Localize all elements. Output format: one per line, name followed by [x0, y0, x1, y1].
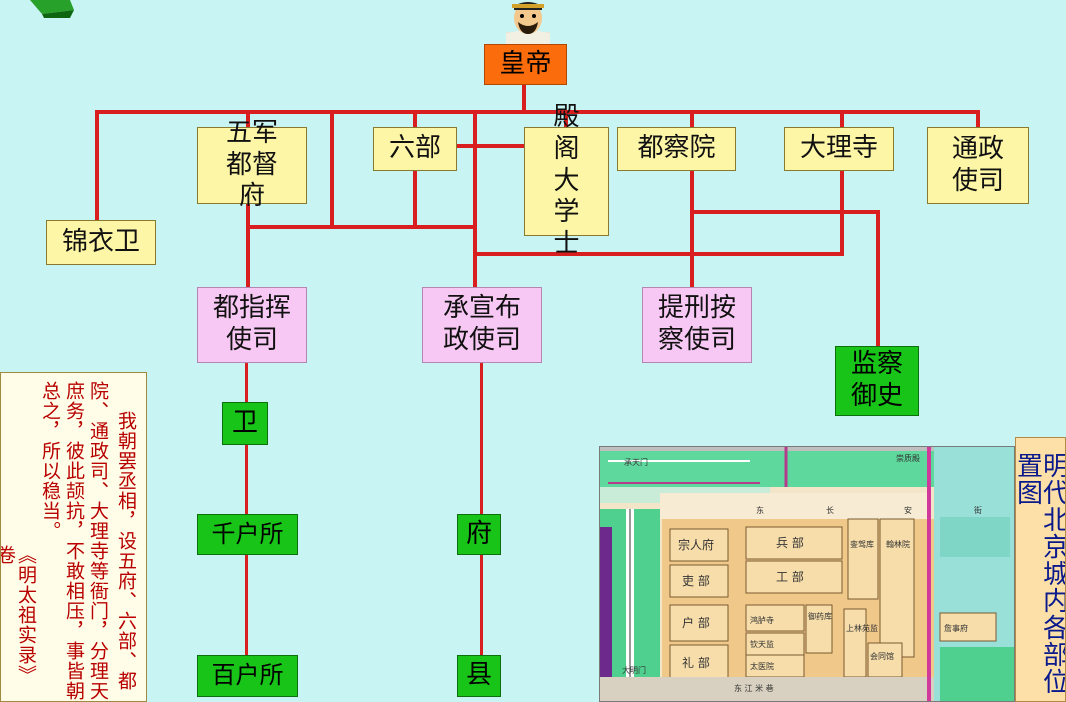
quote-line-3: 庶务，彼此颉抗，不敢相压，事皆朝: [63, 381, 85, 701]
provincial-surveillance-box: 提刑按察使司: [642, 287, 752, 363]
map-label-qintianjian: 钦天监: [750, 639, 774, 649]
office-of-transmission-box: 通政使司: [927, 127, 1029, 204]
map-label-luanjiaku: 銮驾库: [850, 539, 874, 549]
provincial-surveillance-label: 提刑按察使司: [657, 293, 736, 355]
wujun-dudufu-box: 五军都督府: [197, 118, 307, 211]
map-label-gongbu: 工 部: [776, 569, 804, 584]
thousand-household-box: 千户所: [197, 514, 298, 555]
map-label-hanlinyuan: 翰林院: [886, 539, 910, 549]
prefecture-box: 府: [457, 514, 501, 555]
six-ministries-box: 六部: [373, 127, 457, 171]
beijing-map: 承天门 崇质殿 东 长 安 街 宗人府 兵 部 吏 部 工 部 户 部 鸿胪寺 …: [599, 446, 1015, 702]
hundred-household-box: 百户所: [197, 655, 298, 697]
embroidered-uniform-guard-box: 锦衣卫: [46, 220, 156, 265]
provincial-administration-label: 承宣布政使司: [442, 293, 521, 355]
six-ministries-label: 六部: [388, 133, 441, 164]
provincial-administration-box: 承宣布政使司: [422, 287, 542, 363]
prefecture-label: 府: [465, 518, 492, 549]
map-label-east: 东: [756, 505, 764, 515]
map-title-box: 明代北京城内各部位置图: [1015, 437, 1066, 702]
map-label-huitongguan: 会同馆: [870, 651, 894, 661]
emperor-label: 皇帝: [499, 48, 552, 79]
map-label-taiyiyuan: 太医院: [750, 661, 774, 671]
emperor-box: 皇帝: [484, 44, 567, 85]
map-label-chengtianmen: 承天门: [624, 457, 648, 467]
wujun-dudufu-label: 五军都督府: [225, 117, 278, 212]
emperor-portrait-icon: [506, 2, 550, 44]
map-label-libu2: 礼 部: [682, 655, 710, 670]
map-label-libu1: 吏 部: [682, 573, 710, 588]
investigating-censor-box: 监察御史: [835, 346, 919, 416]
map-label-chongzhidian: 崇质殿: [896, 453, 920, 463]
arrow-decoration-icon: [30, 0, 74, 18]
court-of-judicial-review-label: 大理寺: [799, 133, 878, 164]
map-label-jie: 街: [974, 505, 982, 515]
map-label-an: 安: [904, 505, 912, 515]
map-label-zongrenfu: 宗人府: [678, 537, 714, 552]
map-title: 明代北京城内各部位置图: [1015, 452, 1066, 695]
quote-line-1: 我朝罢丞相，设五府、六部、都: [115, 411, 137, 691]
map-label-zhanshifu: 詹事府: [944, 623, 968, 633]
guard-box: 卫: [222, 402, 268, 445]
investigating-censor-label: 监察御史: [850, 349, 903, 411]
hundred-household-label: 百户所: [211, 661, 284, 690]
court-of-judicial-review-box: 大理寺: [784, 127, 894, 171]
quote-source: 《明太祖实录》卷: [0, 545, 37, 685]
grand-secretariat-box: 殿阁大学士: [524, 102, 609, 259]
map-label-chang: 长: [826, 505, 834, 515]
embroidered-uniform-guard-label: 锦衣卫: [61, 226, 140, 257]
map-label-bingbu: 兵 部: [776, 535, 804, 550]
thousand-household-label: 千户所: [211, 519, 284, 548]
map-label-hubu: 户 部: [682, 615, 710, 630]
censorate-box: 都察院: [617, 127, 736, 171]
beijing-map-drawing: 承天门 崇质殿 东 长 安 街 宗人府 兵 部 吏 部 工 部 户 部 鸿胪寺 …: [600, 447, 1014, 701]
map-label-bottom-street: 东 江 米 巷: [734, 683, 774, 693]
map-label-honglusi: 鸿胪寺: [750, 615, 774, 625]
quote-panel: 我朝罢丞相，设五府、六部、都 院、通政司、大理寺等衙门，分理天 庶务，彼此颉抗，…: [0, 372, 147, 702]
map-label-damingmen: 大明门: [622, 665, 646, 675]
regional-military-commission-label: 都指挥使司: [212, 293, 291, 355]
quote-line-2: 院、通政司、大理寺等衙门，分理天: [87, 381, 109, 701]
county-label: 县: [465, 660, 492, 691]
quote-line-4: 总之，所以稳当。: [39, 381, 61, 541]
county-box: 县: [457, 655, 501, 697]
guard-label: 卫: [231, 407, 258, 438]
map-label-yuyaoku: 御药库: [808, 611, 832, 621]
map-label-shanglinyuan: 上林苑监: [846, 623, 878, 633]
censorate-label: 都察院: [637, 133, 716, 164]
regional-military-commission-box: 都指挥使司: [197, 287, 307, 363]
grand-secretariat-label: 殿阁大学士: [553, 102, 580, 260]
office-of-transmission-label: 通政使司: [952, 133, 1005, 196]
